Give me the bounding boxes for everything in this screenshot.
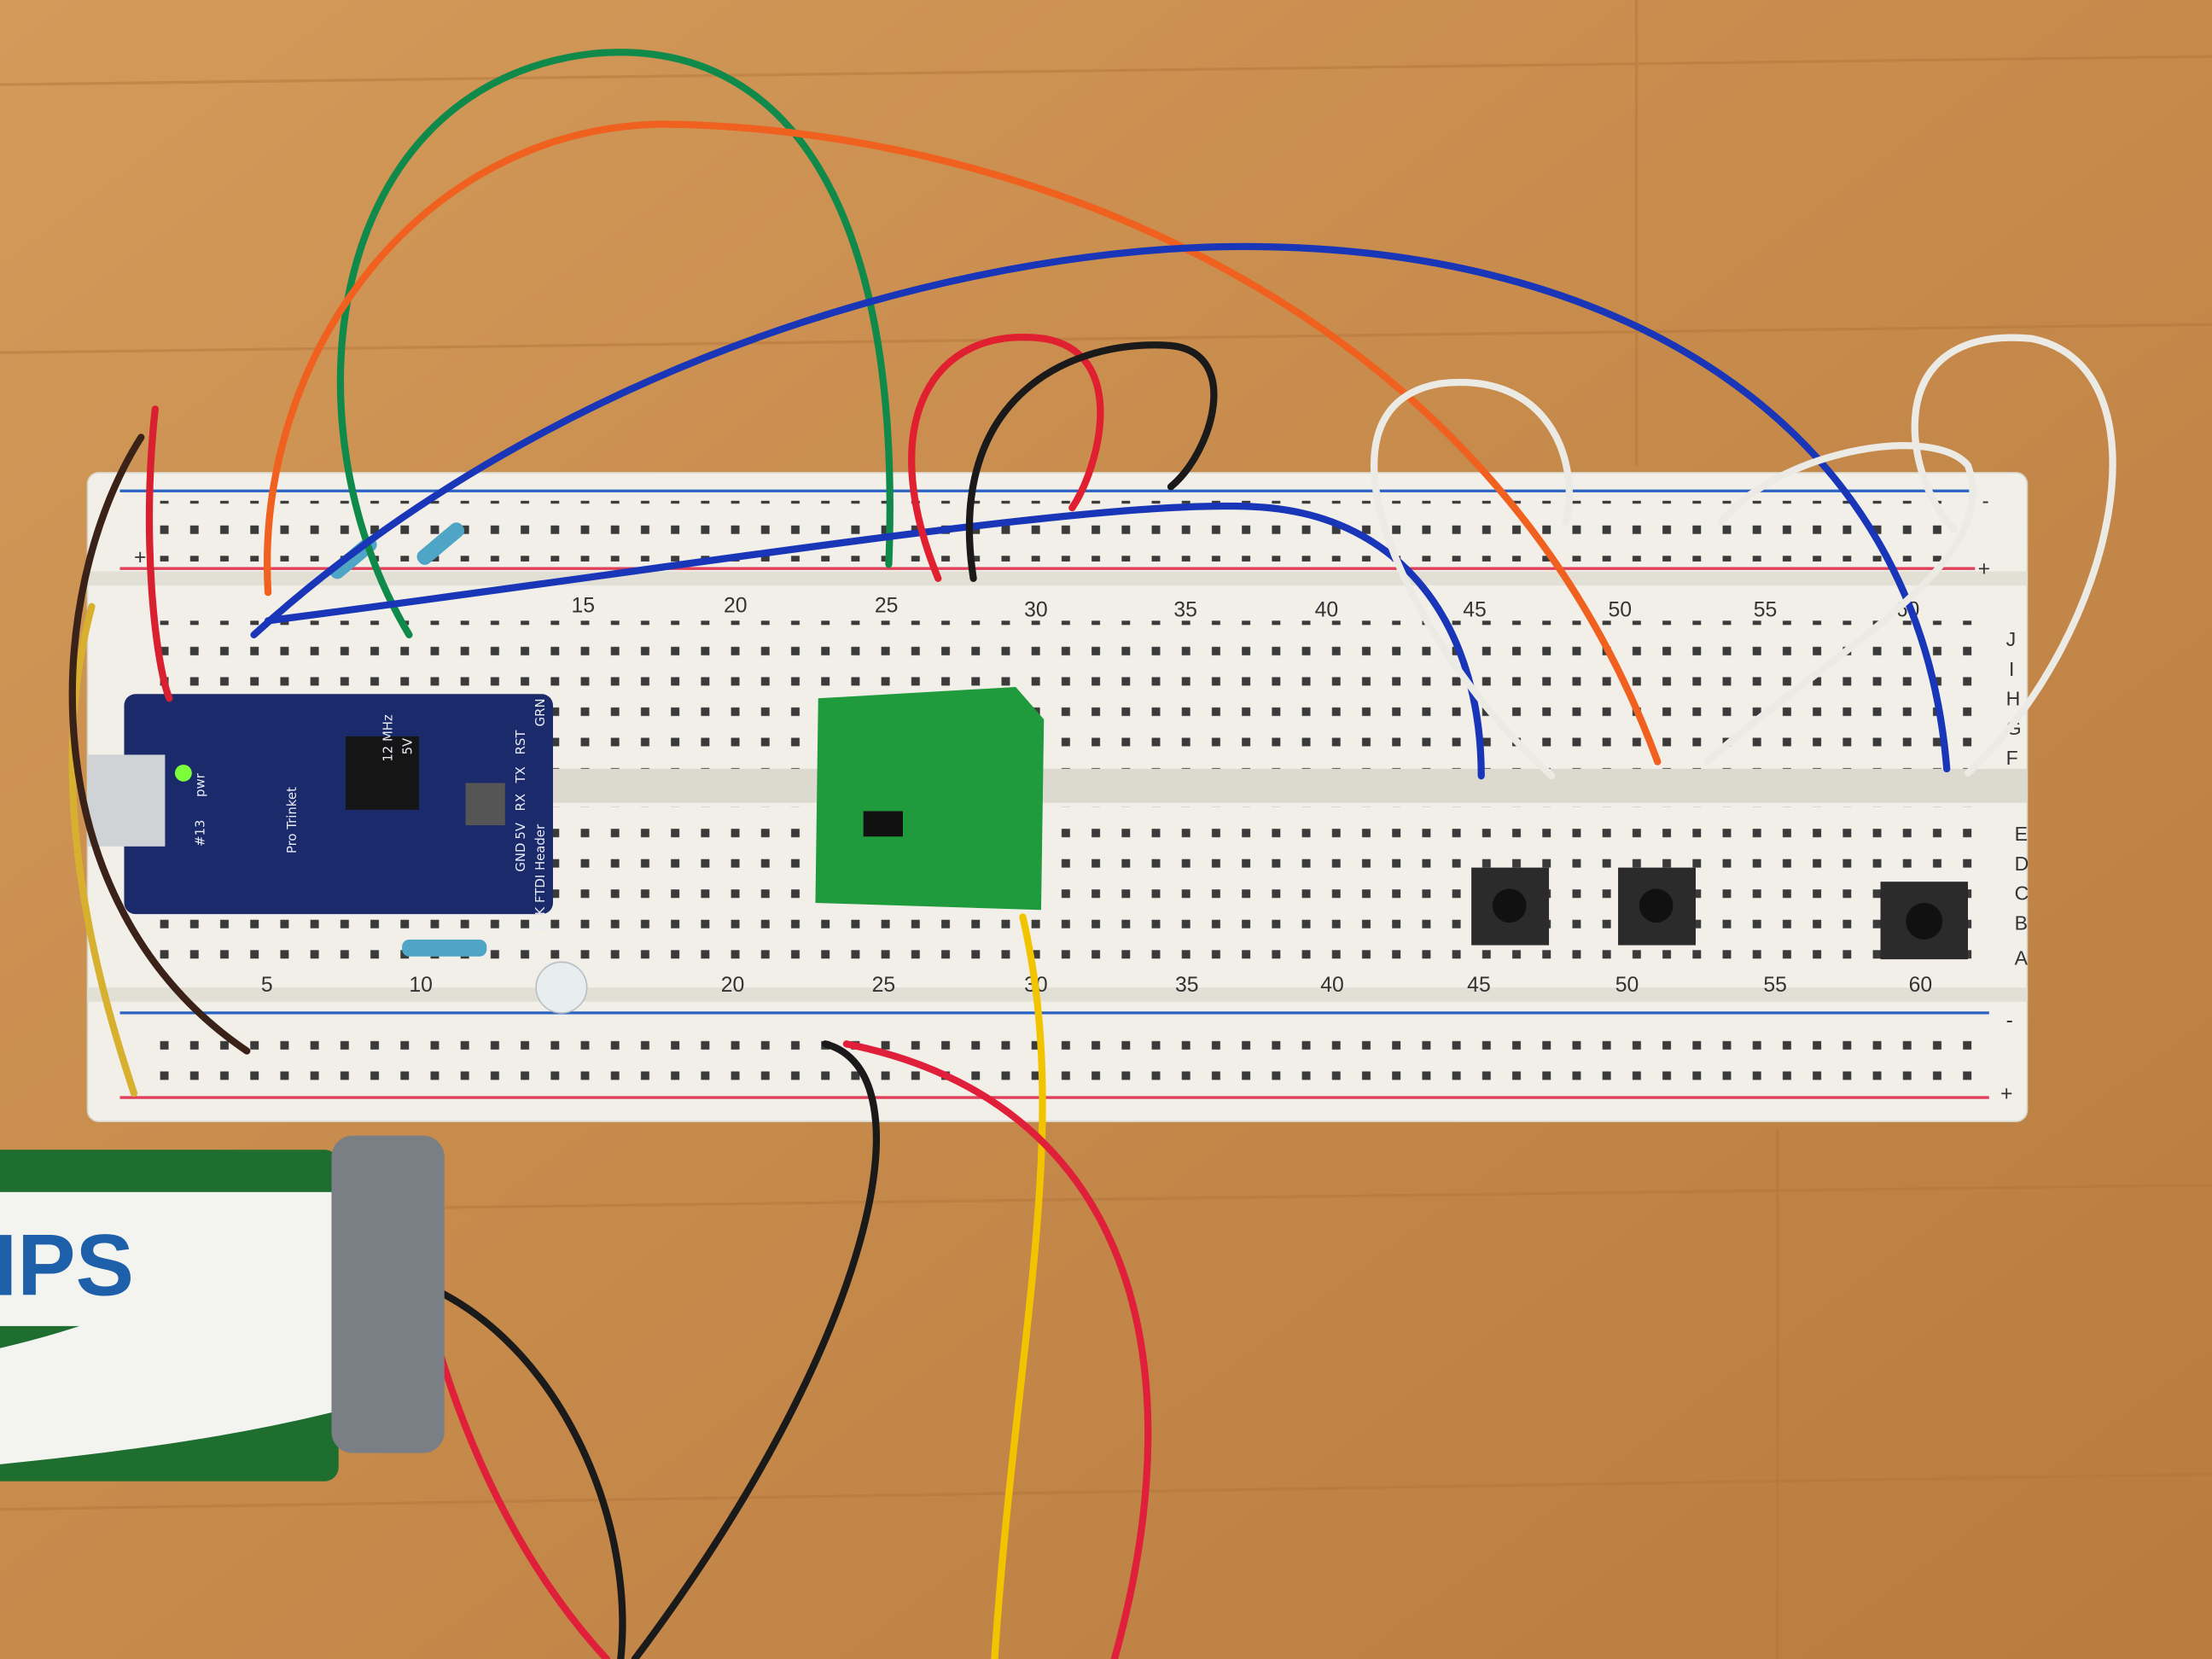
microcontroller-chip (346, 736, 419, 810)
column-label: 50 (1608, 598, 1632, 621)
ftdi-pins: RST TX RX 5V GND BLK GRN (513, 698, 548, 931)
battery-9v: IPS (0, 1135, 445, 1481)
column-label: 45 (1467, 974, 1491, 997)
column-label: 10 (409, 974, 433, 997)
column-label: 45 (1463, 598, 1487, 621)
black-wire (631, 1040, 880, 1659)
row-label: J (2006, 628, 2017, 650)
column-label: 35 (1175, 974, 1199, 997)
rail-holes-bottom (154, 1022, 1976, 1086)
row-label: I (2009, 658, 2014, 680)
pin-label: TX (513, 766, 528, 783)
push-button[interactable] (1471, 867, 1550, 946)
row-label: F (2006, 747, 2018, 769)
column-label: 25 (875, 594, 899, 617)
column-label: 5 (261, 974, 273, 997)
row-label: C (2015, 882, 2029, 905)
pin-label: RX (513, 794, 528, 812)
ftdi-header-label: FTDI Header (533, 824, 548, 903)
pin-label: RST (513, 730, 528, 755)
resistor (416, 522, 465, 565)
blue-wire (250, 242, 1951, 773)
board-name: Pro Trinket (284, 787, 300, 853)
row-label: H (2006, 688, 2021, 710)
rail-minus-label: - (1982, 490, 1989, 513)
battery-brand-text: IPS (0, 1216, 134, 1314)
column-label: 20 (724, 594, 748, 617)
clock-label: 12 MHz (381, 714, 396, 762)
black-wire (965, 341, 1218, 582)
column-label: 15 (571, 594, 595, 617)
red-wire (145, 405, 173, 702)
red-wire (908, 334, 1104, 582)
white-wire (1371, 378, 1573, 780)
pin-label: GRN (533, 698, 548, 726)
column-label: 20 (721, 974, 745, 997)
rail-minus-label: - (2006, 1009, 2013, 1032)
led-label: #13 (193, 819, 208, 846)
red-wire (842, 1040, 1152, 1659)
orange-wire (264, 120, 1662, 765)
pwr-label: pwr (193, 772, 208, 797)
column-label: 55 (1763, 974, 1787, 997)
rail-plus-label: + (1978, 557, 1990, 580)
pin-label: 5V (513, 822, 528, 839)
push-button[interactable] (1618, 867, 1696, 946)
black-wire (434, 1287, 626, 1659)
rail-plus-label: + (134, 546, 146, 569)
white-wire (1911, 334, 2116, 777)
jumper-wires (68, 49, 2116, 1659)
voltage-badge: 5V (400, 737, 416, 754)
column-label: 35 (1173, 598, 1197, 621)
column-label: 25 (872, 974, 896, 997)
pin-label: GND (513, 843, 528, 872)
row-label: A (2015, 947, 2029, 969)
green-wire (336, 49, 894, 639)
yellow-wire (991, 913, 1046, 1659)
column-label: 50 (1615, 974, 1639, 997)
row-label: B (2015, 911, 2028, 934)
brown-wire (68, 434, 251, 1055)
row-label: D (2015, 853, 2029, 875)
reset-button[interactable] (465, 783, 505, 826)
column-label: 40 (1315, 598, 1339, 621)
column-label: 30 (1024, 598, 1048, 621)
pin-label: BLK (533, 906, 548, 931)
power-led (174, 764, 192, 782)
column-label: 60 (1909, 974, 1933, 997)
yellow-wire (68, 602, 138, 1097)
column-label: 55 (1754, 598, 1778, 621)
usb-connector (87, 754, 166, 847)
row-label: E (2015, 823, 2028, 845)
bottom-column-labels: 5 10 20 25 30 35 40 45 50 55 60 (261, 974, 1932, 997)
resistor (402, 939, 487, 957)
white-wire (1703, 442, 1976, 765)
column-label: 40 (1320, 974, 1344, 997)
pro-trinket-board: Pro Trinket 5V 12 MHz FTDI Header pwr #1… (87, 694, 553, 931)
blue-wire (264, 502, 1485, 780)
ic-chip (863, 811, 903, 837)
led (535, 961, 588, 1014)
rail-plus-label: + (2000, 1082, 2012, 1105)
push-button[interactable] (1880, 882, 1969, 960)
rf-receiver-module (815, 687, 1045, 911)
